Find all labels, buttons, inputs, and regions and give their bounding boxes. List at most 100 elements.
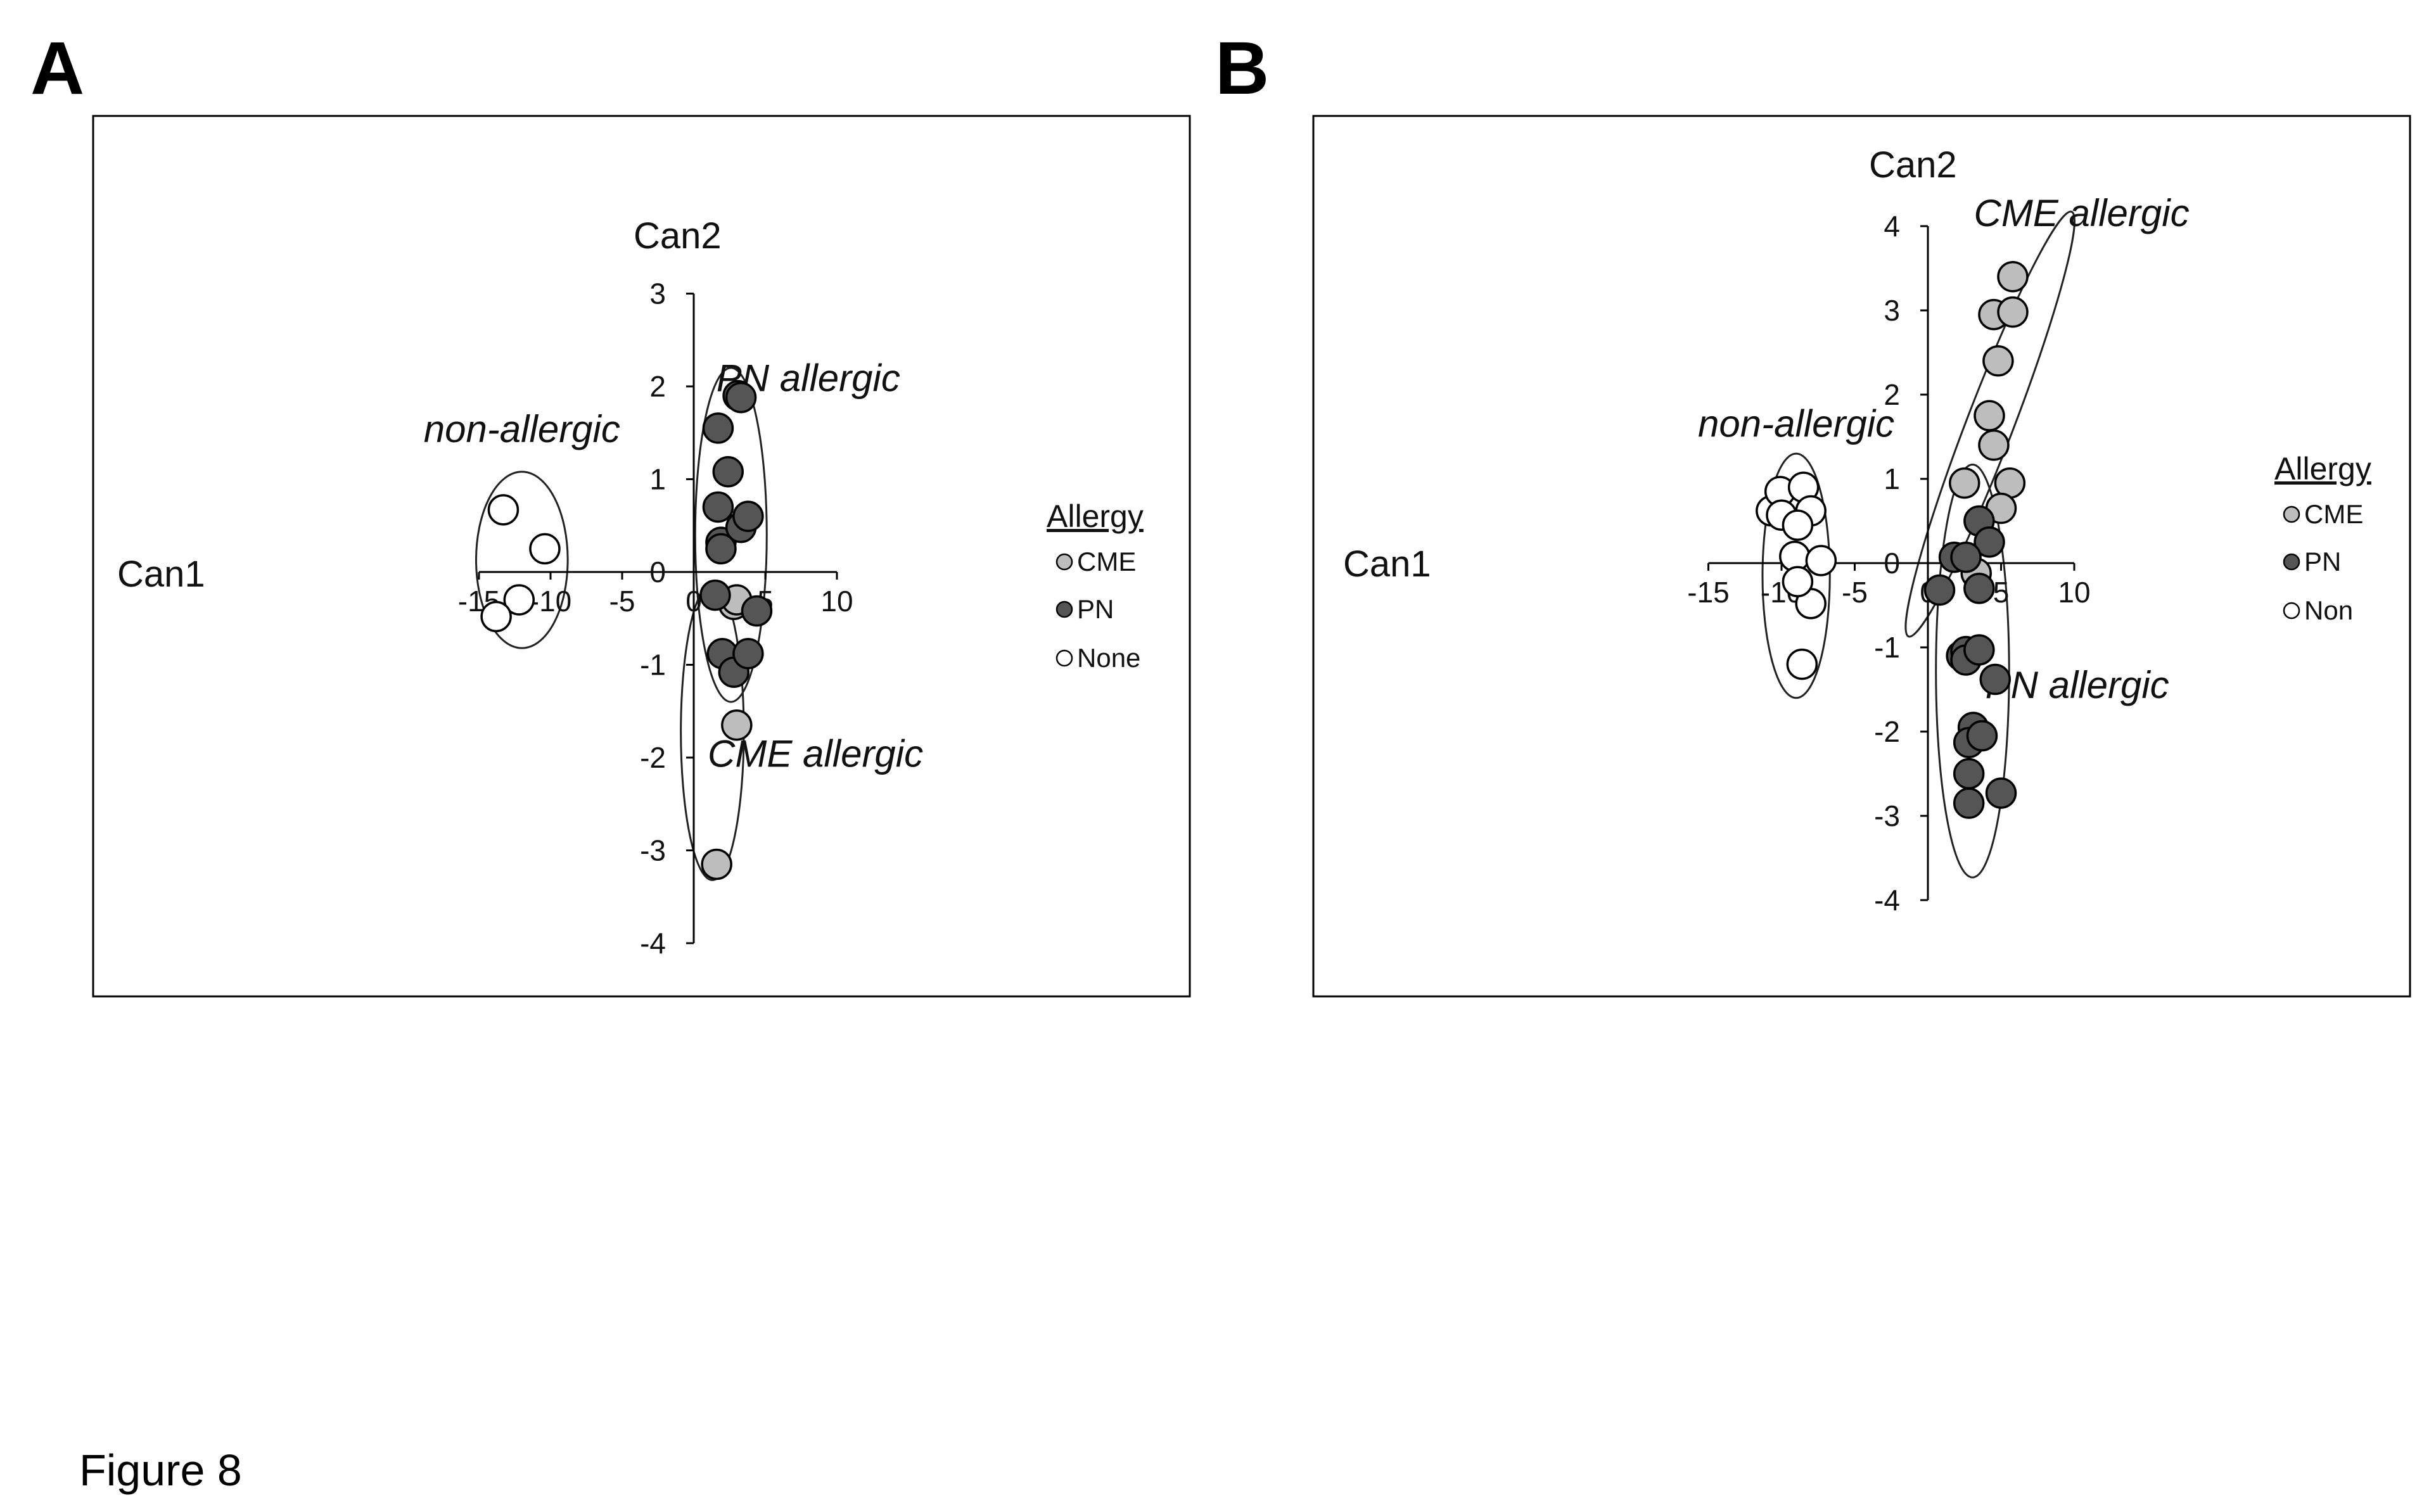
data-point-pn xyxy=(732,638,764,670)
legend-marker-pn xyxy=(1055,600,1073,618)
panel-letter-a: A xyxy=(30,27,84,110)
y-tick-label: 0 xyxy=(1884,547,1900,580)
y-tick-label: 0 xyxy=(649,556,666,588)
y-tick-label: -3 xyxy=(1874,799,1900,832)
cluster-ellipse xyxy=(1904,210,2076,638)
data-point-pn xyxy=(1953,758,1985,790)
cluster-ellipse xyxy=(1761,452,1831,699)
data-point-cme xyxy=(1982,345,2014,377)
y-tick-label: -1 xyxy=(640,649,666,682)
data-point-cme xyxy=(1978,429,2010,461)
figure-caption: Figure 8 xyxy=(79,1445,242,1495)
y-tick-label: 1 xyxy=(649,463,666,496)
x-tick-label: -10 xyxy=(530,585,571,618)
panel-b-clusters xyxy=(1761,210,2076,879)
data-point-pn xyxy=(1963,573,1995,604)
data-point-pn xyxy=(712,456,744,488)
data-point-pn xyxy=(1979,663,2012,696)
panel-b-tick-labels: -15-10-5051043210-1-2-3-4 xyxy=(1687,210,2090,917)
data-point-none xyxy=(487,494,520,526)
x-tick-label: -5 xyxy=(1842,576,1868,609)
data-point-pn xyxy=(1963,634,1995,666)
y-tick-label: -4 xyxy=(640,927,666,960)
data-point-non xyxy=(1786,648,1818,680)
y-tick-label: 3 xyxy=(649,277,666,310)
legend-marker-cme xyxy=(1055,553,1073,571)
y-tick-label: 4 xyxy=(1884,210,1900,243)
group-label: CME allergic xyxy=(708,733,923,775)
panel-b-x-axis-label: Can1 xyxy=(1343,543,1431,585)
cluster-ellipse xyxy=(1935,463,2010,879)
legend-marker-pn xyxy=(2283,553,2300,571)
data-point-pn xyxy=(702,491,734,523)
panel-b-legend: Allergy CME PN Non xyxy=(2274,451,2371,625)
data-point-pn xyxy=(1923,574,1956,606)
y-tick-label: 2 xyxy=(649,370,666,403)
y-tick-label: -2 xyxy=(640,741,666,774)
panel-a-frame xyxy=(92,115,1191,998)
y-tick-label: 1 xyxy=(1884,462,1900,495)
data-point-pn xyxy=(1974,526,2005,558)
data-point-none xyxy=(503,584,535,616)
group-label: CME allergic xyxy=(1974,192,2190,234)
panel-b-axes xyxy=(1707,225,2076,901)
panel-b-annotations: non-allergic CME allergic PN allergic xyxy=(1698,192,2190,706)
panel-a-legend-title: Allergy xyxy=(1047,499,1144,534)
panel-b-points xyxy=(1756,261,2029,819)
x-tick-label: 10 xyxy=(820,585,853,618)
y-tick-label: 3 xyxy=(1884,294,1900,327)
panel-b-y-axis-label: Can2 xyxy=(1869,144,1957,186)
legend-marker-cme xyxy=(2283,505,2300,523)
y-tick-label: -3 xyxy=(640,834,666,867)
legend-label-cme: CME xyxy=(1077,547,1136,576)
panel-a-legend: Allergy CME PN None xyxy=(1047,499,1144,673)
panel-a-axes xyxy=(478,293,838,944)
panel-a-y-axis-label: Can2 xyxy=(634,215,722,257)
data-point-pn xyxy=(732,500,764,532)
cluster-ellipse xyxy=(475,471,569,649)
data-point-pn xyxy=(699,579,731,611)
x-tick-label: 0 xyxy=(686,585,702,618)
legend-label-none: None xyxy=(1077,643,1140,673)
legend-label-pn: PN xyxy=(2304,547,2341,576)
group-label: non-allergic xyxy=(1698,403,1894,445)
data-point-cme xyxy=(721,709,753,741)
data-point-pn xyxy=(741,595,773,627)
data-point-non xyxy=(1805,545,1837,576)
panel-b: B -15-10-5051043210-1-2-3-4 Can1 Can2 no… xyxy=(1215,27,2411,998)
data-point-pn xyxy=(702,412,734,444)
data-point-pn xyxy=(1966,720,1998,752)
data-point-none xyxy=(529,533,561,565)
x-tick-label: -5 xyxy=(609,585,635,618)
x-tick-label: 10 xyxy=(2058,576,2090,609)
group-label: PN allergic xyxy=(1986,664,2169,706)
data-point-cme xyxy=(1949,467,1980,499)
x-tick-label: 5 xyxy=(1993,576,2010,609)
legend-marker-non xyxy=(2283,602,2300,619)
x-tick-label: -15 xyxy=(1687,576,1729,609)
data-point-none xyxy=(480,600,512,633)
panel-a-x-axis-label: Can1 xyxy=(117,554,205,595)
panel-a: A -15-10-505103210-1-2-3-4 Can1 Can2 non… xyxy=(30,27,1191,998)
data-point-pn xyxy=(725,381,757,414)
group-label: non-allergic xyxy=(424,408,620,450)
data-point-non xyxy=(1782,566,1814,598)
legend-label-non: Non xyxy=(2304,595,2353,625)
y-tick-label: -4 xyxy=(1874,884,1900,917)
data-point-pn xyxy=(1953,787,1985,819)
panel-letter-b: B xyxy=(1215,27,1269,110)
data-point-non xyxy=(1782,509,1814,541)
panel-b-frame xyxy=(1312,115,2411,998)
legend-label-cme: CME xyxy=(2304,499,2363,529)
y-tick-label: 2 xyxy=(1884,378,1900,411)
panel-a-points xyxy=(480,379,773,880)
data-point-cme xyxy=(701,848,732,880)
panel-b-legend-title: Allergy xyxy=(2274,451,2371,486)
data-point-pn xyxy=(1950,541,1982,573)
y-tick-label: -2 xyxy=(1874,715,1900,748)
legend-label-pn: PN xyxy=(1077,594,1114,624)
data-point-cme xyxy=(1997,261,2029,293)
data-point-pn xyxy=(705,533,737,565)
data-point-pn xyxy=(1985,777,2017,809)
